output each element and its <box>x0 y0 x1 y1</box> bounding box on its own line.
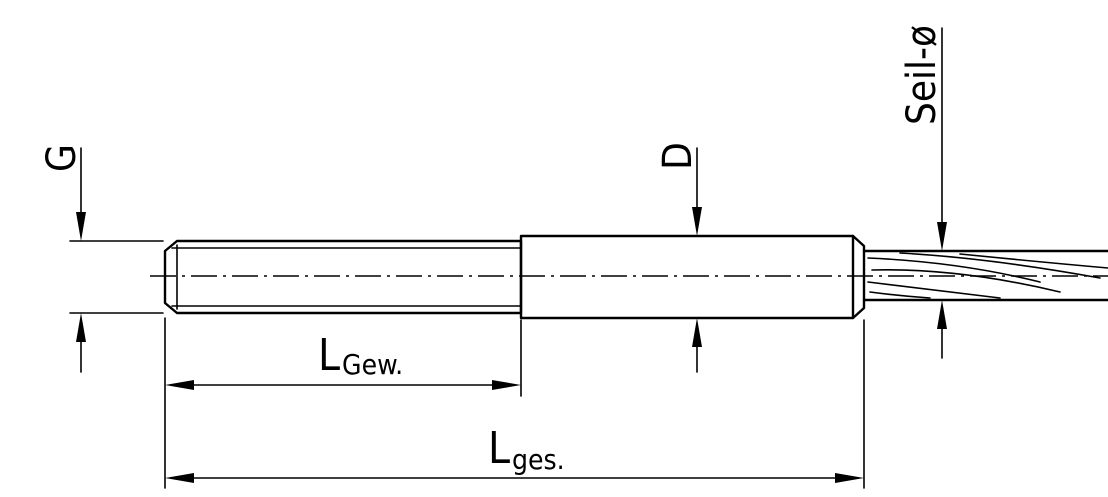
lges-label-main: L <box>488 423 510 474</box>
rope-strands <box>867 252 1108 299</box>
dimension-d: D <box>655 142 702 373</box>
lgew-label-sub: Gew. <box>342 348 403 381</box>
seil-diameter-label: Seil-ø <box>899 25 945 125</box>
lges-arrow-left-head <box>165 473 194 483</box>
sleeve-section <box>519 234 866 320</box>
d-arrow-top-head <box>692 207 702 236</box>
sleeve-outline <box>519 234 866 320</box>
g-arrow-bottom-head <box>76 313 86 342</box>
g-label: G <box>39 144 85 172</box>
threaded-section <box>163 239 523 315</box>
lges-label-sub: ges. <box>512 443 565 476</box>
lgew-label-main: L <box>318 330 340 381</box>
lgew-label: LGew. <box>318 330 403 381</box>
wire-rope <box>862 249 1108 302</box>
dimension-g: G <box>39 144 164 373</box>
seil-arrow-top-head <box>937 222 947 251</box>
d-arrow-bottom-head <box>692 318 702 347</box>
thread-outline <box>163 239 523 315</box>
lges-label: Lges. <box>488 423 565 476</box>
lgew-arrow-right-head <box>492 380 521 390</box>
g-arrow-top-head <box>76 212 86 241</box>
lges-arrow-right-head <box>835 473 864 483</box>
d-label: D <box>655 142 701 170</box>
dimension-seil-diameter: Seil-ø <box>899 25 947 359</box>
lgew-arrow-left-head <box>165 380 194 390</box>
dimension-l-gew: LGew. <box>164 317 522 489</box>
dimension-l-ges: Lges. <box>165 319 865 489</box>
seil-arrow-bottom-head <box>937 300 947 329</box>
